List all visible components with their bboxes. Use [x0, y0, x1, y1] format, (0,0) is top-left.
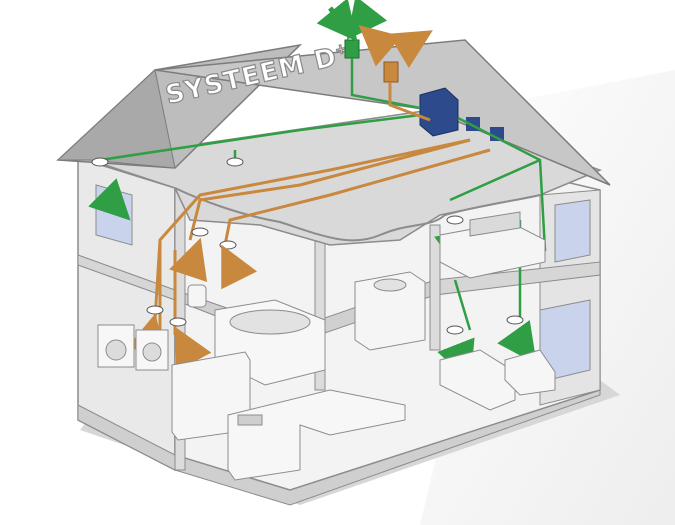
supply-vent-icon-4 — [446, 325, 464, 335]
supply-flow-arrow-1 — [88, 178, 131, 221]
extract-flow-arrow-1 — [169, 237, 208, 283]
kitchen-island — [227, 389, 406, 481]
exhaust-roof-vent — [383, 61, 399, 83]
supply-vent-icon-2 — [226, 157, 244, 167]
extract-vent-icon-4 — [169, 317, 187, 327]
bathroom-vanity — [354, 271, 426, 351]
window-right-upper — [554, 199, 591, 263]
supply-vent-icon — [91, 157, 109, 167]
partition-wall-3 — [429, 224, 441, 351]
roof-brand-label: SYSTEEM D+ — [163, 39, 353, 110]
sofa-2 — [504, 349, 556, 396]
exhaust-air-icon-2 — [388, 30, 433, 69]
extract-vent-icon — [191, 227, 209, 237]
kitchen-hob — [237, 414, 263, 426]
window-left-upper — [95, 184, 133, 246]
washing-machine-1-door — [105, 339, 127, 361]
vanity-sink — [373, 278, 407, 292]
fresh-air-intake-icon-2 — [346, 0, 388, 40]
supply-vent-icon-5 — [506, 315, 524, 325]
supply-roof-vent — [344, 39, 360, 59]
supply-vent-icon-3 — [446, 215, 464, 225]
roof-gable — [56, 69, 176, 169]
toilet-upstairs — [187, 284, 207, 308]
extract-vent-icon-2 — [219, 240, 237, 250]
extract-flow-arrow-4 — [174, 326, 212, 372]
heat-recovery-unit-icon — [419, 87, 459, 137]
attic-wavy-edge — [174, 187, 541, 242]
supply-flow-arrow-4 — [497, 320, 537, 365]
bathtub-basin — [229, 309, 311, 335]
washing-machine-2-door — [142, 342, 162, 362]
exhaust-air-icon — [358, 25, 402, 67]
sofa-1 — [439, 349, 516, 411]
bed-headboard — [469, 211, 521, 237]
extract-vent-icon-3 — [146, 305, 164, 315]
fresh-air-intake-icon — [316, 0, 358, 42]
extract-flow-arrow-2 — [221, 244, 258, 290]
